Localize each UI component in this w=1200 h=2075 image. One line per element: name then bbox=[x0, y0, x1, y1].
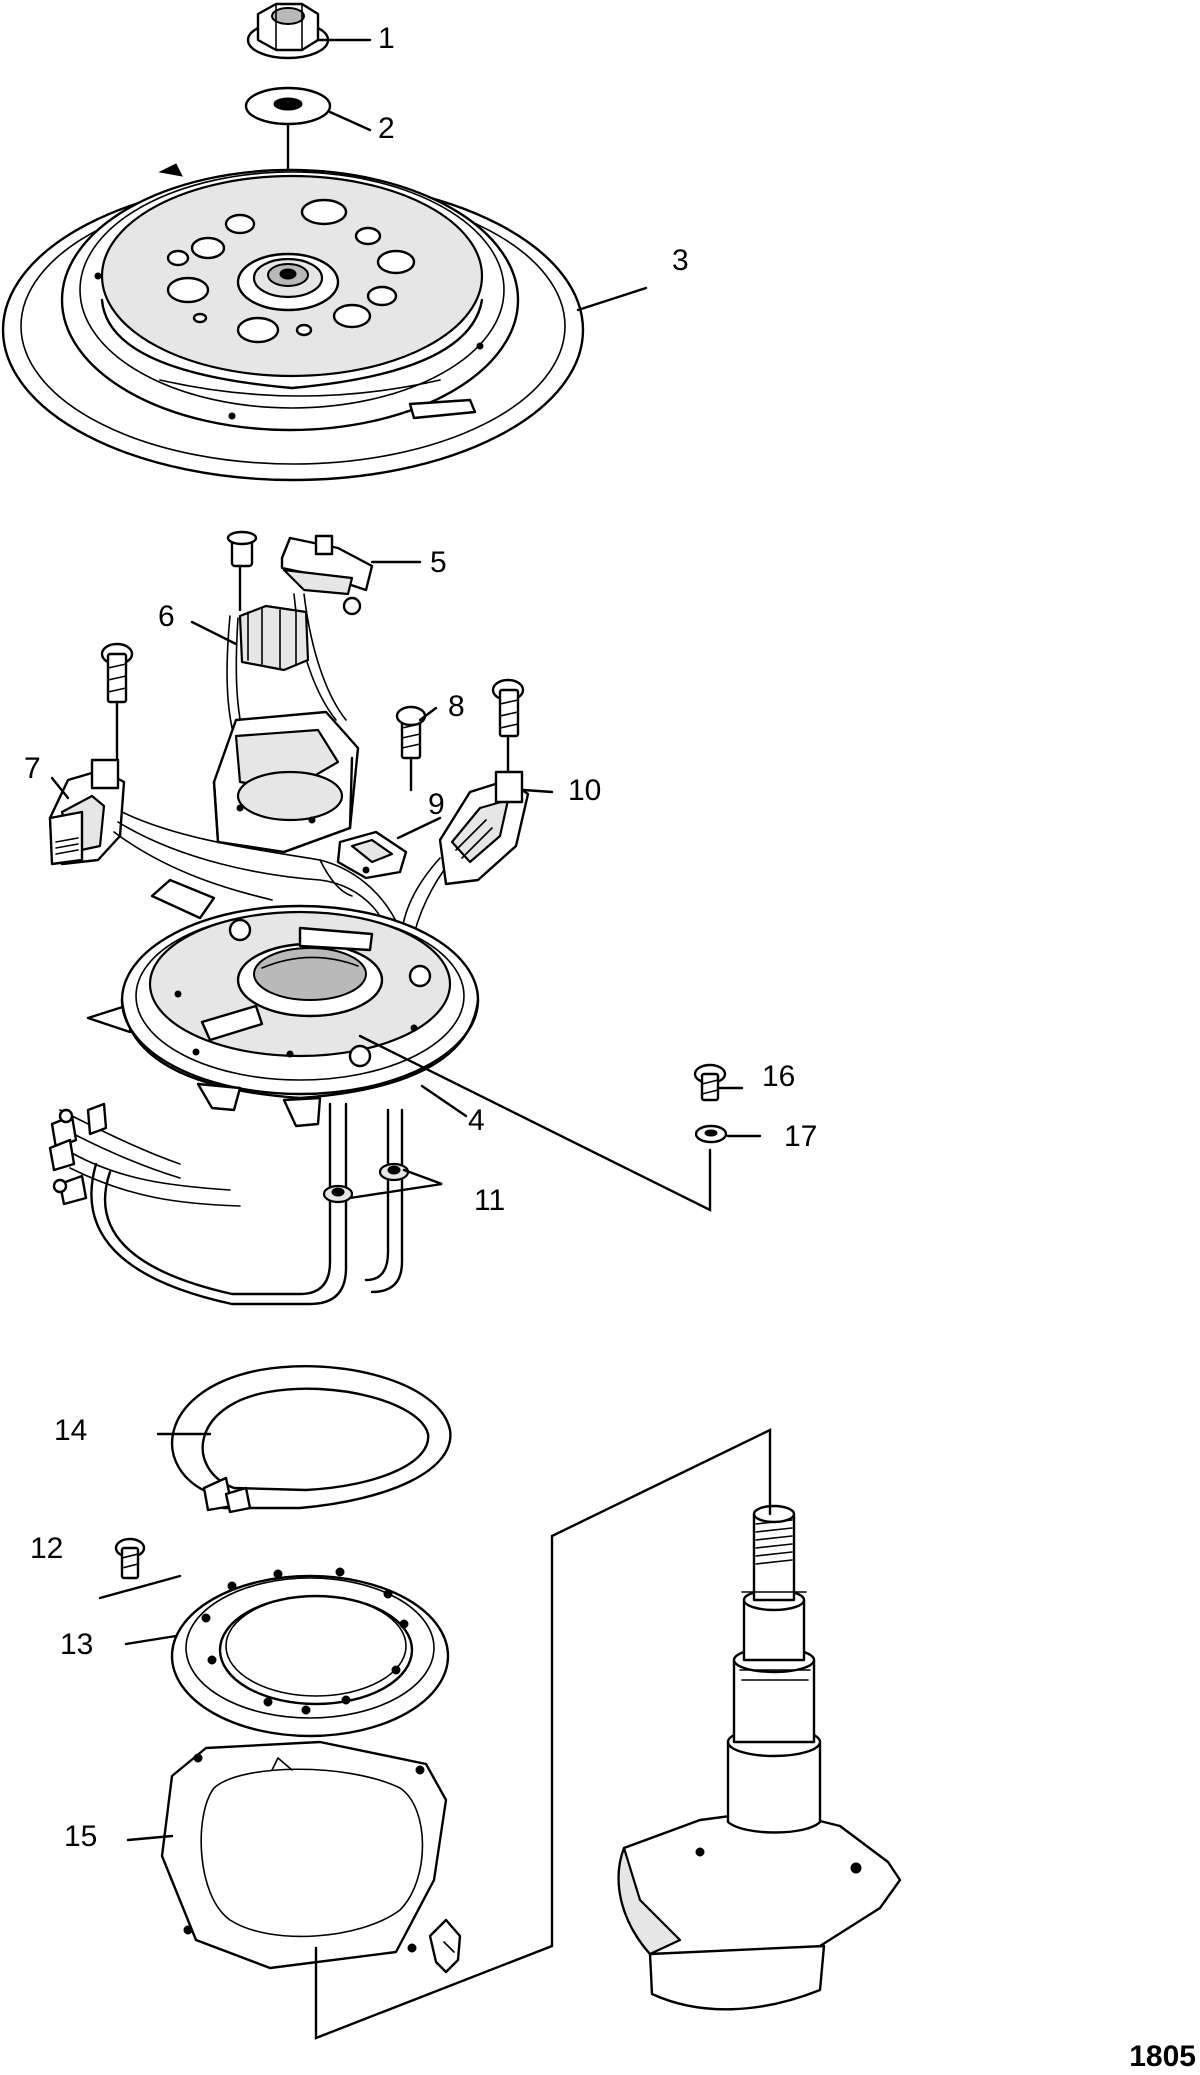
screw-12 bbox=[114, 1537, 146, 1580]
callout-15: 15 bbox=[64, 1820, 97, 1853]
callout-13: 13 bbox=[60, 1628, 93, 1661]
figure-id: 1805 bbox=[1129, 2040, 1196, 2073]
callout-1: 1 bbox=[378, 22, 395, 55]
washer-17 bbox=[694, 1124, 728, 1144]
screw-8 bbox=[395, 705, 427, 760]
wire-harness bbox=[113, 811, 445, 935]
callout-6: 6 bbox=[158, 600, 175, 633]
stator bbox=[212, 530, 360, 854]
callout-8: 8 bbox=[448, 690, 465, 723]
callout-16: 16 bbox=[762, 1060, 795, 1093]
retaining-ring bbox=[170, 1365, 452, 1514]
washer-2 bbox=[244, 86, 332, 126]
callout-12: 12 bbox=[30, 1532, 63, 1565]
callout-5: 5 bbox=[430, 546, 447, 579]
screw-right-upper bbox=[491, 678, 525, 738]
grommet-right bbox=[378, 1162, 410, 1182]
callout-9: 9 bbox=[428, 788, 445, 821]
stator-leads bbox=[48, 1102, 404, 1306]
stator-base-plate bbox=[86, 878, 480, 1128]
right-connector bbox=[438, 770, 530, 886]
callout-14: 14 bbox=[54, 1414, 87, 1447]
callout-10: 10 bbox=[568, 774, 601, 807]
crankshaft bbox=[617, 1504, 902, 2011]
callout-17: 17 bbox=[784, 1120, 817, 1153]
callout-2: 2 bbox=[378, 112, 395, 145]
callout-11: 11 bbox=[474, 1184, 505, 1217]
flywheel bbox=[1, 163, 585, 482]
callout-7: 7 bbox=[24, 752, 41, 785]
retainer-plate bbox=[170, 1567, 450, 1738]
gasket bbox=[160, 1740, 462, 1974]
clamp bbox=[319, 830, 408, 897]
flywheel-nut bbox=[246, 2, 330, 60]
screw-left-upper bbox=[100, 642, 134, 704]
trigger-coil bbox=[280, 534, 374, 721]
leader-lines bbox=[50, 38, 772, 2040]
left-connector bbox=[48, 758, 126, 866]
callout-3: 3 bbox=[672, 244, 689, 277]
grommet-left bbox=[322, 1184, 354, 1204]
callout-4: 4 bbox=[468, 1104, 485, 1137]
screw-16 bbox=[693, 1063, 727, 1102]
